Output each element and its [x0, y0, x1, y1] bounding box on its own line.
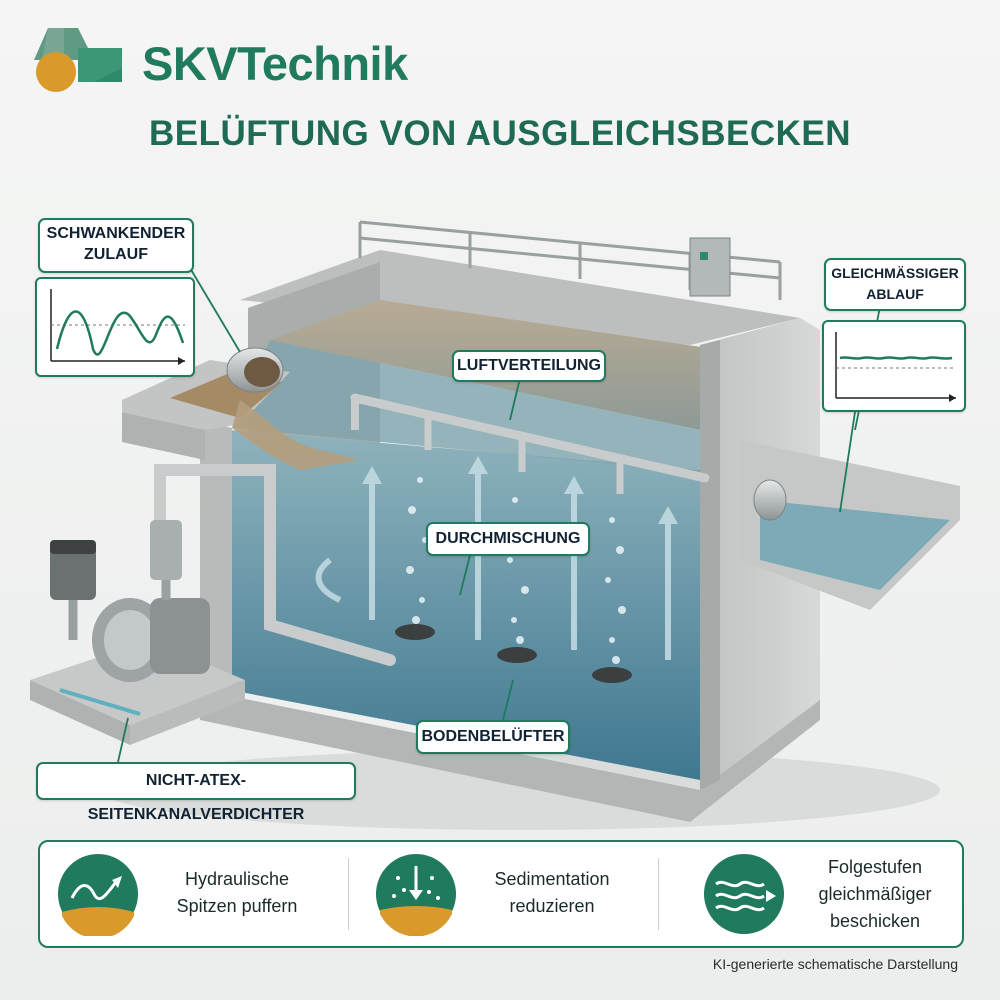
benefit-2-line1: Sedimentation [494, 869, 610, 889]
air-distribution-pipe [350, 393, 710, 494]
benefit-3-line2: gleichmäßiger [818, 884, 932, 904]
water-upper-layer [232, 340, 700, 472]
wave-arrow-icon [58, 854, 138, 936]
side-channel-blower [50, 520, 210, 682]
benefits-divider-2 [658, 858, 659, 930]
inflow-channel-front [122, 412, 205, 460]
brand-logo-icon [34, 28, 122, 92]
air-distribution-label: LUFTVERTEILUNG [452, 350, 606, 382]
sediment-arrow-icon [376, 854, 456, 936]
benefit-1-line2: Spitzen puffern [176, 896, 298, 916]
benefit-3-text: Folgestufen gleichmäßiger beschicken [810, 854, 940, 935]
benefit-2-text: Sedimentation reduzieren [472, 866, 632, 920]
flow-lines-icon [704, 854, 784, 934]
benefit-1-line1: Hydraulische [184, 869, 290, 889]
benefits-divider-1 [348, 858, 349, 930]
benefit-3-line1: Folgestufen [827, 857, 923, 877]
outflow-label-line2: ABLAUF [866, 286, 924, 302]
inflow-graph [35, 277, 195, 377]
benefit-hydraulic-peaks: Hydraulische Spitzen puffern [40, 842, 340, 946]
benefit-downstream-stages: Folgestufen gleichmäßiger beschicken [662, 842, 960, 946]
diffusers-label: BODENBELÜFTER [416, 720, 570, 754]
inflow-label-line2: ZULAUF [84, 246, 148, 263]
inflow-wave-icon [50, 289, 185, 365]
brand-name: SKVTechnik [142, 37, 408, 90]
cabinet-indicator [700, 252, 708, 260]
blower-label: NICHT-ATEX-SEITENKANALVERDICHTER [36, 762, 356, 823]
outflow-water [760, 500, 950, 590]
benefit-2-line2: reduzieren [509, 896, 595, 916]
benefit-sedimentation: Sedimentation reduzieren [352, 842, 652, 946]
outflow-label-line1: GLEICHMÄSSIGER [831, 265, 959, 281]
outflow-flat-line-icon [835, 332, 956, 402]
water-front-face [230, 430, 700, 780]
benefit-3-line3: beschicken [829, 911, 921, 931]
air-feed-pipe [154, 464, 396, 666]
inflow-label: SCHWANKENDER ZULAUF [38, 218, 194, 273]
benefit-1-text: Hydraulische Spitzen puffern [152, 866, 322, 920]
mixing-label: DURCHMISCHUNG [426, 522, 590, 556]
footnote: KI-generierte schematische Darstellung [712, 956, 958, 972]
blower-base-pipe [59, 688, 141, 716]
blower-platform-side [130, 680, 245, 745]
benefits-bar: Hydraulische Spitzen puffern Sedimentati… [38, 840, 964, 948]
outflow-graph [822, 320, 966, 412]
inflow-pipe-opening [244, 357, 280, 387]
outflow-pipe [753, 479, 787, 521]
inflow-label-line1: SCHWANKENDER [46, 225, 186, 242]
tank-base [200, 690, 820, 822]
control-cabinet [689, 237, 731, 297]
outflow-label: GLEICHMÄSSIGER ABLAUF [824, 258, 966, 311]
blower-platform-front [30, 680, 130, 745]
inflow-waterfall [232, 400, 360, 470]
floor-diffusers [395, 624, 632, 683]
tank-right-wall-edge [700, 340, 720, 790]
page-title: BELÜFTUNG VON AUSGLEICHSBECKEN [148, 114, 852, 153]
